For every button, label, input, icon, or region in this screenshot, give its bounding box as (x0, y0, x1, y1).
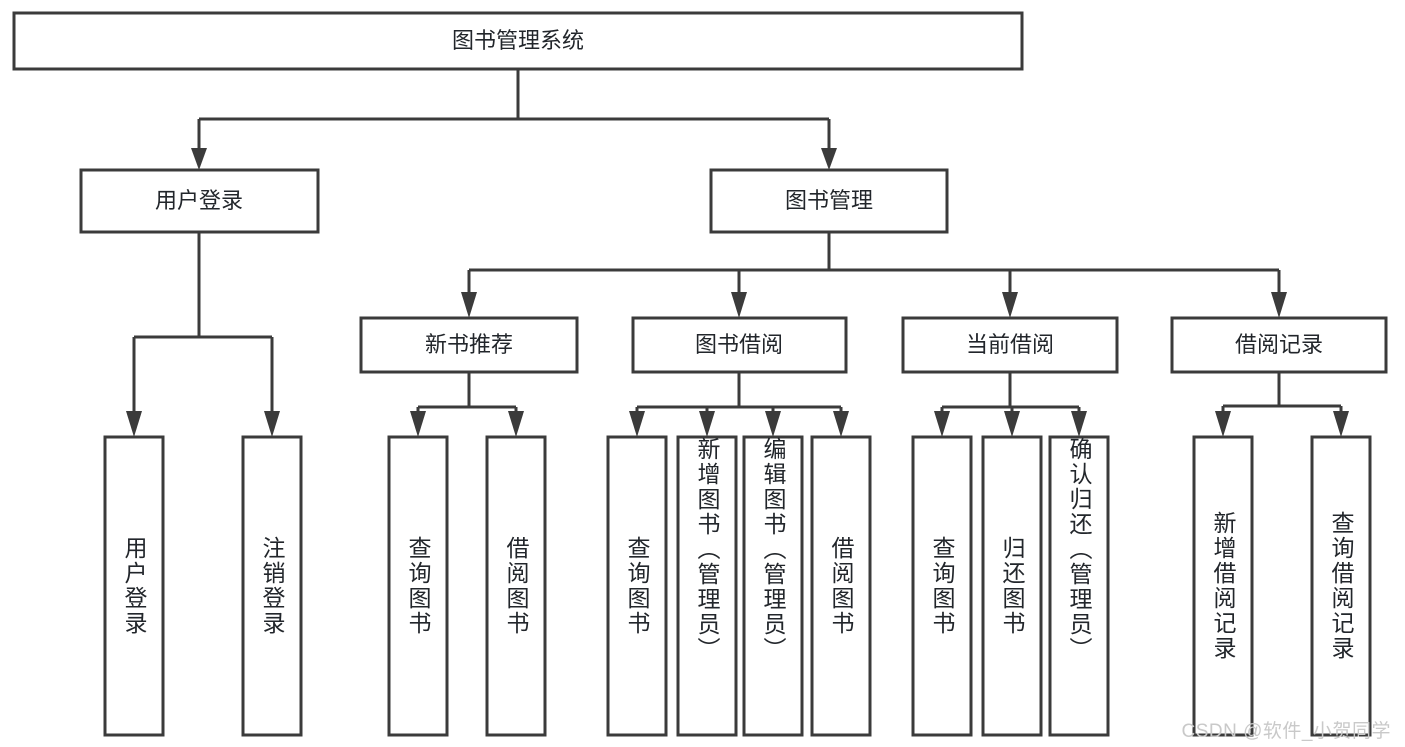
arrow-head-new-book-recommend (461, 292, 477, 318)
leaf-box-user-logout[interactable] (241, 435, 303, 737)
arrow-head-book-management (821, 148, 837, 170)
leaf-box-confirm-return-admin[interactable] (1048, 435, 1110, 737)
node-book-management[interactable]: 图书管理 (709, 168, 949, 234)
node-current-borrow[interactable]: 当前借阅 (901, 316, 1119, 374)
arrow-head-leaf-borrow-book-recommend (508, 411, 524, 437)
node-new-book-recommend[interactable]: 新书推荐 (359, 316, 579, 374)
connector-group-current-borrow (934, 372, 1087, 437)
leaf-box-query-borrow-record[interactable] (1310, 435, 1372, 737)
leaf-box-query-book-recommend[interactable] (387, 435, 449, 737)
arrow-head-leaf-user-logout (264, 411, 280, 437)
node-root[interactable]: 图书管理系统 (12, 11, 1024, 71)
arrow-head-leaf-add-book-admin (699, 411, 715, 437)
node-book-management-label: 图书管理 (785, 188, 873, 213)
leaf-box-edit-book-admin[interactable] (742, 435, 804, 737)
node-book-borrow-box[interactable] (631, 316, 848, 374)
leaf-box-user-login[interactable] (103, 435, 165, 737)
node-borrow-record[interactable]: 借阅记录 (1170, 316, 1388, 374)
connector-group-root (191, 69, 837, 170)
node-current-borrow-label: 当前借阅 (966, 332, 1054, 357)
connector-group-user-login (126, 232, 280, 437)
node-user-login-box[interactable] (79, 168, 320, 234)
node-book-borrow[interactable]: 图书借阅 (631, 316, 848, 374)
node-root-box[interactable] (12, 11, 1024, 71)
leaf-box-add-book-admin[interactable] (676, 435, 738, 737)
node-user-login[interactable]: 用户登录 (79, 168, 320, 234)
arrow-head-leaf-query-book-borrow (629, 411, 645, 437)
arrow-head-leaf-add-borrow-record (1215, 411, 1231, 437)
leaf-box-borrow-book-recommend[interactable] (485, 435, 547, 737)
node-user-login-label: 用户登录 (155, 188, 243, 213)
arrow-head-leaf-user-login (126, 411, 142, 437)
node-new-book-recommend-box[interactable] (359, 316, 579, 374)
leaf-boxes-group (103, 435, 1372, 737)
arrow-head-borrow-record (1271, 292, 1287, 318)
node-borrow-record-label: 借阅记录 (1235, 332, 1323, 357)
leaf-box-return-book[interactable] (981, 435, 1043, 737)
node-root-label: 图书管理系统 (452, 28, 584, 53)
node-book-borrow-label: 图书借阅 (695, 332, 783, 357)
arrow-head-current-borrow (1002, 292, 1018, 318)
leaf-box-query-book-borrow[interactable] (606, 435, 668, 737)
arrow-head-leaf-borrow-book (833, 411, 849, 437)
node-current-borrow-box[interactable] (901, 316, 1119, 374)
arrow-head-leaf-query-book-current (934, 411, 950, 437)
leaf-box-add-borrow-record[interactable] (1192, 435, 1254, 737)
arrow-head-book-borrow (731, 292, 747, 318)
arrow-head-leaf-edit-book-admin (765, 411, 781, 437)
node-new-book-recommend-label: 新书推荐 (425, 332, 513, 357)
arrow-head-leaf-confirm-return-admin (1071, 411, 1087, 437)
arrow-head-leaf-return-book (1004, 411, 1020, 437)
arrow-head-leaf-query-borrow-record (1333, 411, 1349, 437)
node-book-management-box[interactable] (709, 168, 949, 234)
connector-group-new-book-recommend (410, 372, 524, 437)
node-borrow-record-box[interactable] (1170, 316, 1388, 374)
leaf-box-borrow-book[interactable] (810, 435, 872, 737)
leaf-box-query-book-current[interactable] (911, 435, 973, 737)
connector-group-book-borrow (629, 372, 849, 437)
connector-group-borrow-record (1215, 372, 1349, 437)
arrow-head-leaf-query-book-recommend (410, 411, 426, 437)
watermark-text: CSDN @软件_小贺同学 (1181, 721, 1391, 742)
connector-group-book-management (461, 232, 1287, 318)
arrow-head-user-login (191, 148, 207, 170)
